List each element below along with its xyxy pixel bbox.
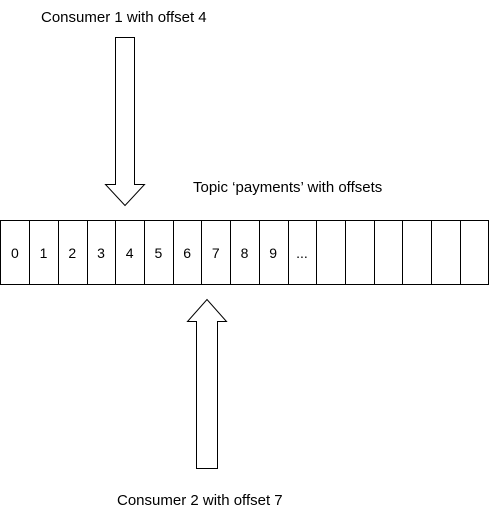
consumer-2-label: Consumer 2 with offset 7: [117, 492, 283, 509]
offset-cell-label: 8: [241, 245, 249, 261]
topic-log: 0 1 2 3 4 5 6 7 8 9...: [0, 220, 489, 285]
offset-cell-label: 7: [212, 245, 220, 261]
offset-cell-label: 0: [11, 245, 19, 261]
topic-label: Topic ‘payments’ with offsets: [193, 179, 383, 196]
offset-cell-label: ...: [296, 245, 308, 261]
offset-cell-label: 4: [126, 245, 134, 261]
offset-cell-label: 1: [40, 245, 48, 261]
offset-cell-label: 6: [183, 245, 191, 261]
topic-log-outline: [0, 220, 489, 285]
offset-cell-label: 9: [269, 245, 277, 261]
consumer-2-arrow: [186, 298, 228, 469]
consumer-1-label: Consumer 1 with offset 4: [41, 9, 207, 26]
consumer-1-arrow: [104, 37, 146, 207]
offset-cell-label: 3: [97, 245, 105, 261]
offset-cell-label: 2: [68, 245, 76, 261]
offset-cell-label: 5: [154, 245, 162, 261]
